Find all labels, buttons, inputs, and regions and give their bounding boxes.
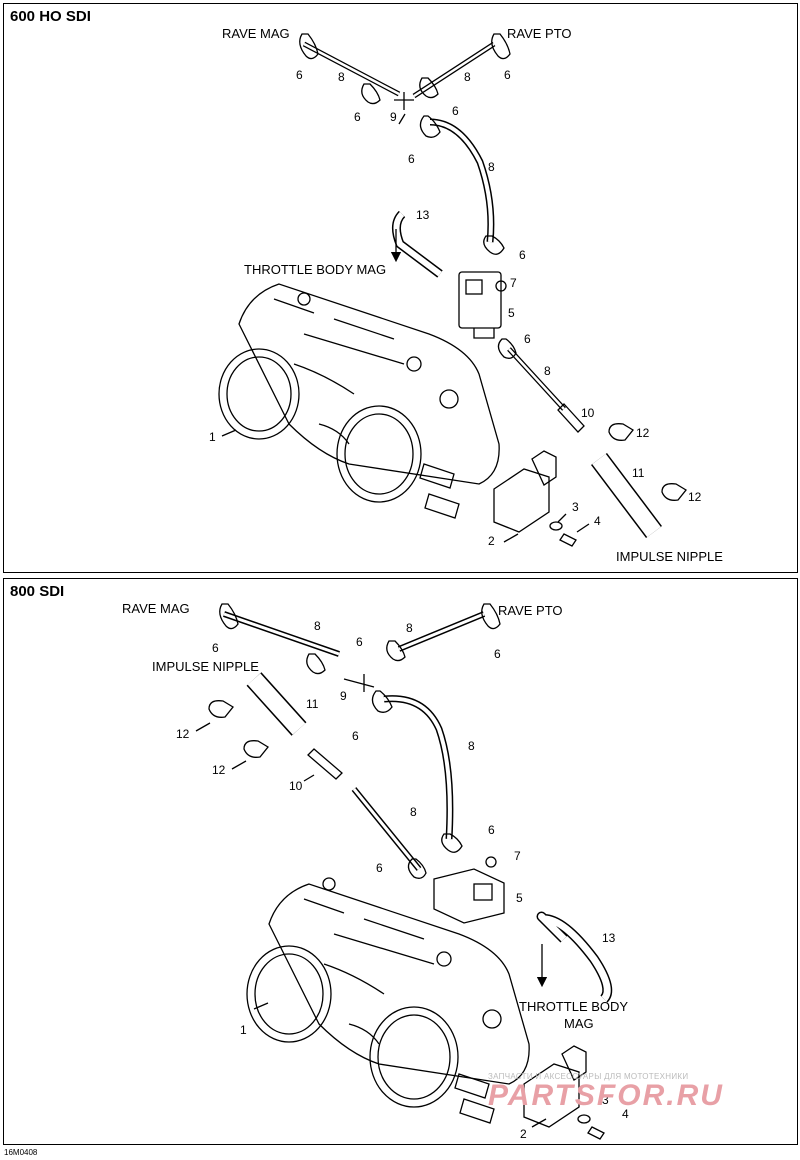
callout-number: 1	[209, 430, 216, 444]
callout-number: 9	[390, 110, 397, 124]
label-throttle-body: THROTTLE BODY	[519, 999, 629, 1014]
exploded-view-drawing	[218, 33, 687, 547]
exploded-view-drawing	[195, 603, 613, 1140]
callout-number: 3	[602, 1093, 609, 1107]
callout-number: 11	[632, 466, 645, 480]
label-rave-pto: RAVE PTO	[507, 26, 572, 41]
callout-number: 6	[488, 823, 495, 837]
callout-number: 8	[544, 364, 551, 378]
watermark-tagline: ЗАПЧАСТИ И АКСЕССУАРЫ ДЛЯ МОТОТЕХНИКИ	[488, 1072, 689, 1081]
callout-number: 7	[514, 849, 521, 863]
panel-title: 600 HO SDI	[10, 8, 91, 25]
callout-number: 12	[176, 727, 190, 741]
label-throttle-body-mag: THROTTLE BODY MAG	[244, 262, 387, 277]
watermark-logo: PARTSFOR.RU	[488, 1079, 724, 1112]
callout-number: 6	[524, 332, 531, 346]
callout-number: 8	[410, 805, 417, 819]
callout-number: 13	[602, 931, 616, 945]
callout-number: 10	[289, 779, 303, 793]
callout-number: 2	[520, 1127, 527, 1141]
callout-number: 6	[356, 635, 363, 649]
panel-title: 800 SDI	[10, 583, 65, 600]
callout-number: 6	[352, 729, 359, 743]
callout-number: 6	[296, 68, 303, 82]
label-impulse-nipple: IMPULSE NIPPLE	[152, 659, 259, 674]
callout-number: 4	[594, 514, 601, 528]
callout-number: 6	[212, 641, 219, 655]
label-rave-mag: RAVE MAG	[122, 601, 190, 616]
callout-number: 13	[416, 208, 430, 222]
label-rave-mag: RAVE MAG	[222, 26, 290, 41]
callout-number: 6	[452, 104, 459, 118]
callout-number: 8	[314, 619, 321, 633]
callout-number: 12	[636, 426, 650, 440]
callout-number: 8	[488, 160, 495, 174]
callout-number: 8	[468, 739, 475, 753]
diagram-panel-600-ho-sdi: 600 HO SDI	[3, 3, 798, 573]
callout-number: 8	[406, 621, 413, 635]
callout-number: 4	[622, 1107, 629, 1121]
callout-number: 6	[519, 248, 526, 262]
callout-number: 8	[464, 70, 471, 84]
diagram-panel-800-sdi: 800 SDI	[3, 578, 798, 1145]
callout-number: 10	[581, 406, 595, 420]
label-mag: MAG	[564, 1016, 594, 1031]
callout-number: 6	[376, 861, 383, 875]
label-impulse-nipple: IMPULSE NIPPLE	[616, 549, 723, 564]
callout-number: 2	[488, 534, 495, 548]
label-rave-pto: RAVE PTO	[498, 603, 563, 618]
callout-number: 1	[240, 1023, 247, 1037]
callout-number: 12	[688, 490, 702, 504]
callout-number: 3	[572, 500, 579, 514]
callout-number: 11	[306, 697, 319, 711]
watermark: ЗАПЧАСТИ И АКСЕССУАРЫ ДЛЯ МОТОТЕХНИКИ PA…	[488, 1072, 788, 1113]
callout-number: 6	[408, 152, 415, 166]
callout-number: 6	[494, 647, 501, 661]
figure-code: 16M0408	[4, 1148, 38, 1157]
callout-number: 5	[516, 891, 523, 905]
callout-number: 9	[340, 689, 347, 703]
callout-number: 7	[510, 276, 517, 290]
callout-number: 12	[212, 763, 226, 777]
callout-number: 5	[508, 306, 515, 320]
callout-number: 8	[338, 70, 345, 84]
callout-number: 6	[354, 110, 361, 124]
callout-number: 6	[504, 68, 511, 82]
